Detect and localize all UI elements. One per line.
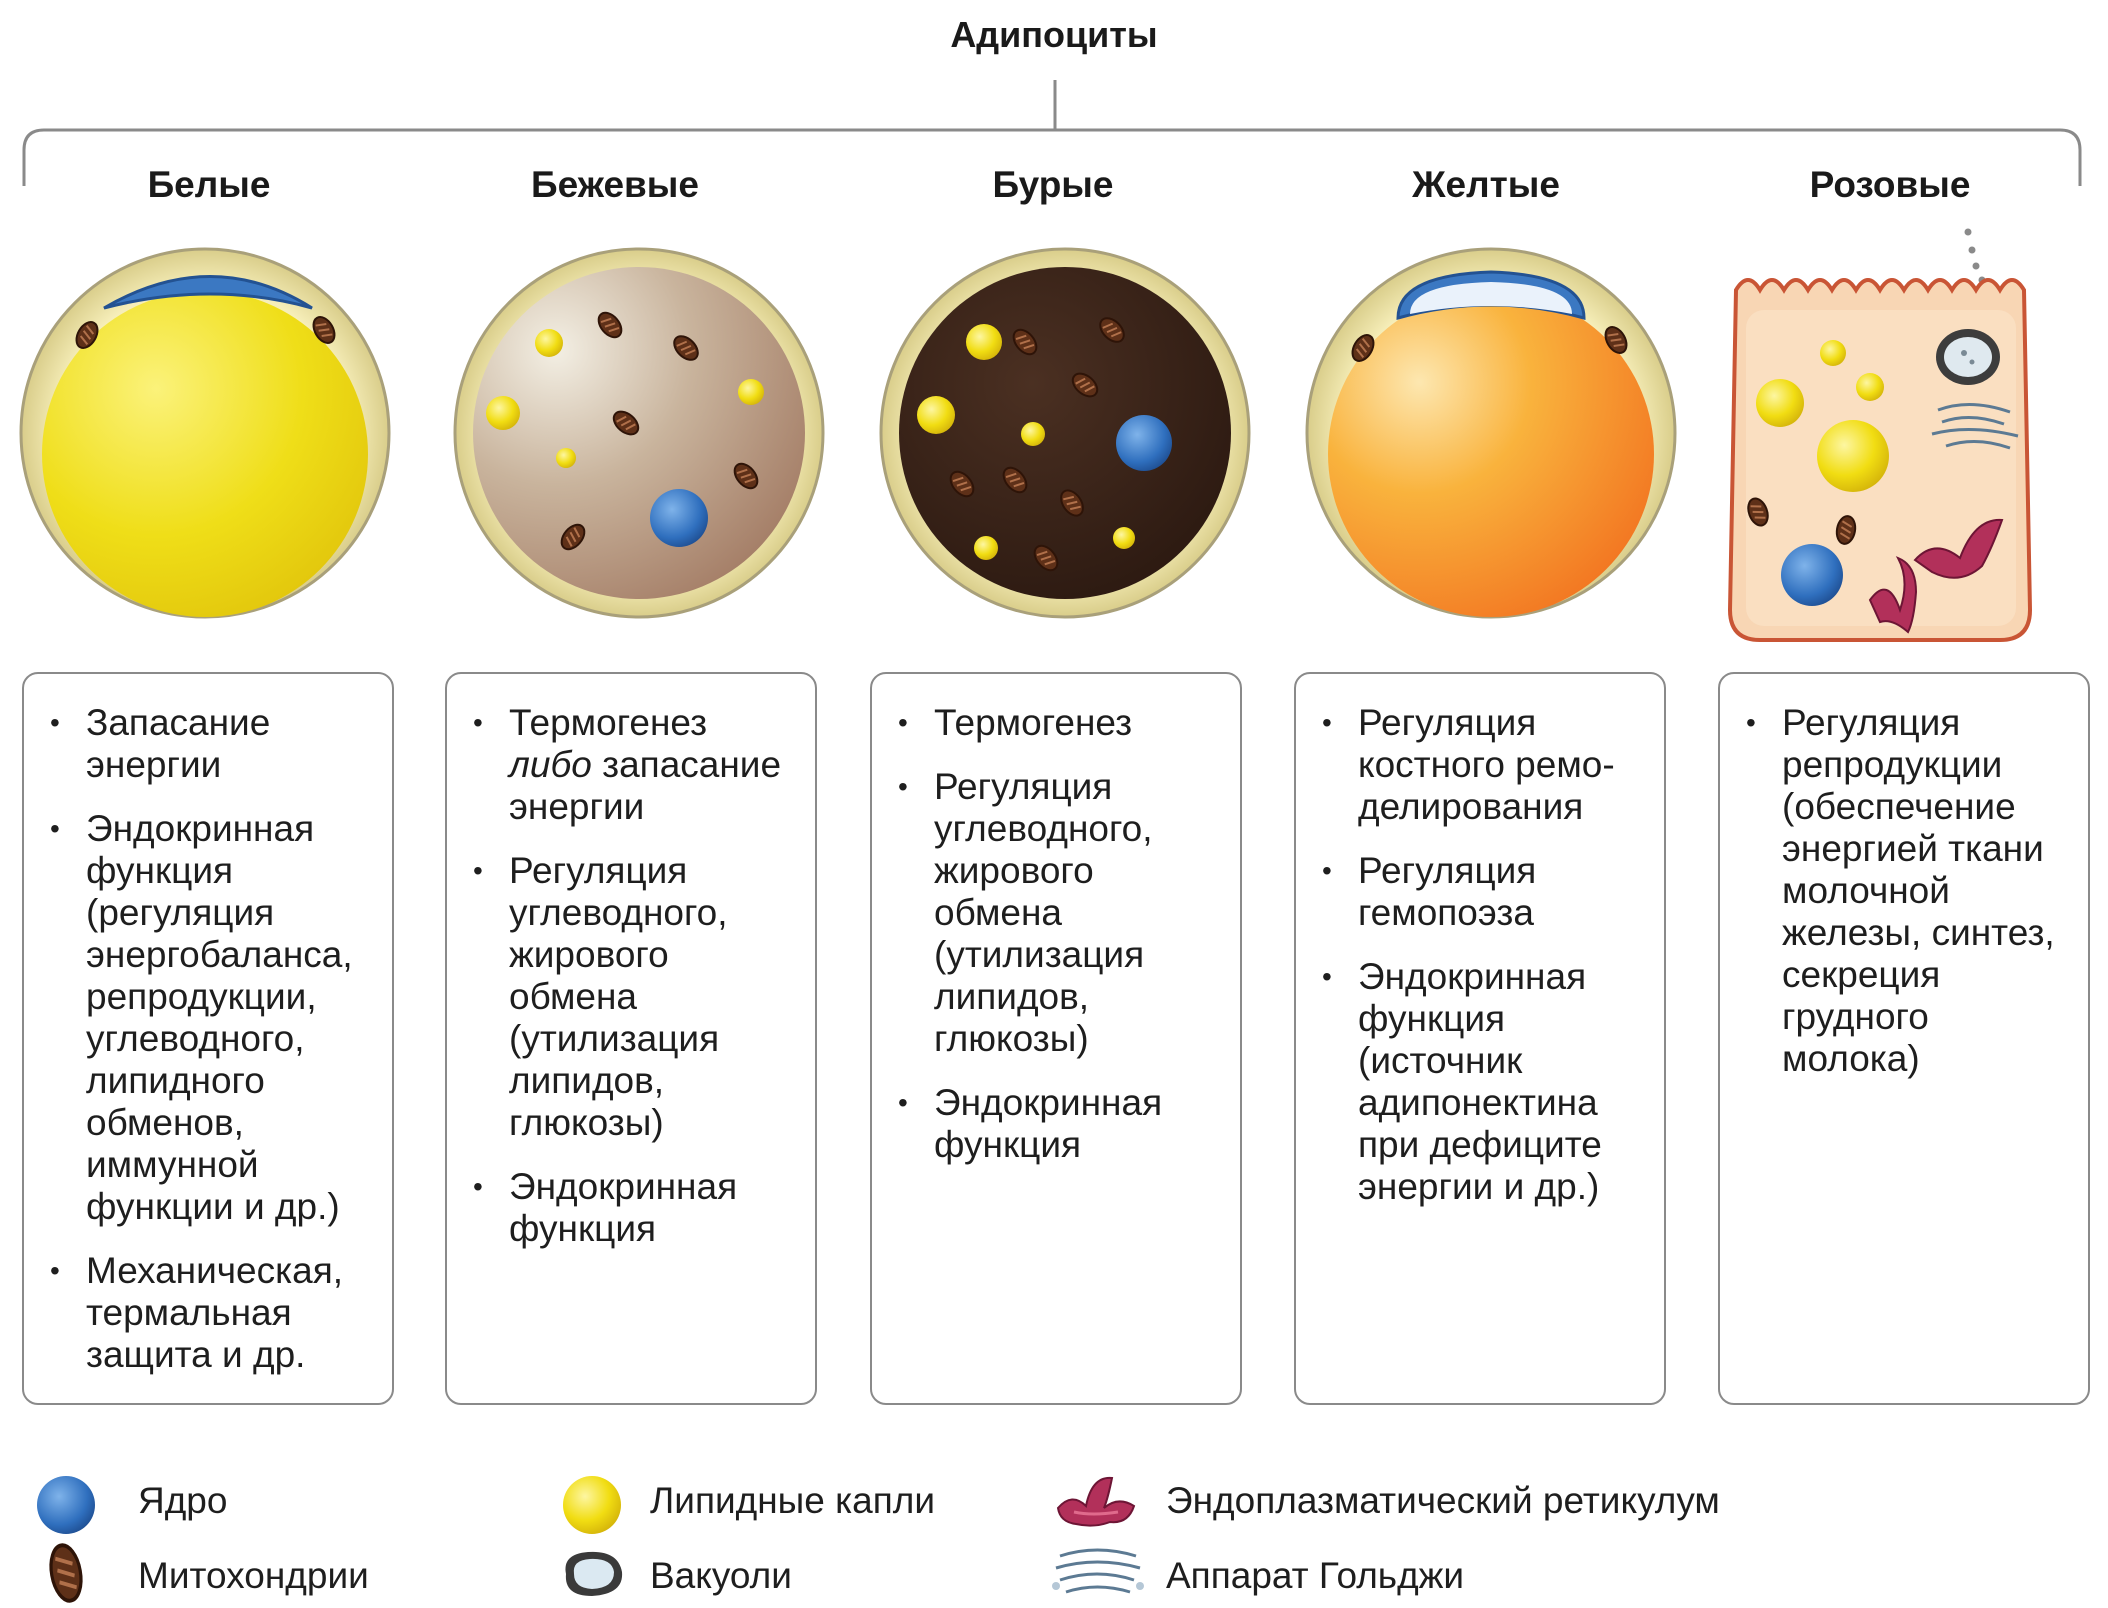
column-heading-yellow: Желтые [1412,164,1560,205]
yellow-adipocyte-illustration [1305,247,1677,619]
legend-label-golgi: Аппарат Гольджи [1166,1555,1465,1596]
mitochondria-icon [46,1542,86,1604]
column-heading-beige: Бежевые [531,164,699,205]
function-item: Регуляция углеводного, жирового обмена (… [892,766,1220,1060]
function-item: Регуляция углеводного, жирового обмена (… [467,850,795,1144]
beige-adipocyte-functions: Термогенез либо запасание энергии Регуля… [445,672,817,1405]
function-item: Регуляция костного ремо- делирования [1316,702,1644,828]
brown-adipocyte-functions: Термогенез Регуляция углеводного, жирово… [870,672,1242,1405]
white-adipocyte-functions: Запасание энергии Эндокринная функция (р… [22,672,394,1405]
column-heading-white: Белые [147,164,271,205]
vacuole-icon [565,1551,623,1596]
function-item: Регуляция гемопоэза [1316,850,1644,934]
function-text: Термогенез [509,702,708,743]
function-item: Механическая, термальная защита и др. [44,1250,372,1376]
hierarchy-connector [22,80,2082,186]
function-item: Эндокринная функция (источник адипонекти… [1316,956,1644,1208]
column-heading-pink: Розовые [1809,164,1971,205]
legend-label-lipid-droplets: Липидные капли [650,1480,935,1521]
column-heading-brown: Бурые [992,164,1114,205]
white-adipocyte-illustration [19,247,391,619]
function-item: Эндокринная функция [467,1166,795,1250]
beige-adipocyte-illustration [453,247,825,619]
function-text-italic: либо [509,744,592,785]
legend-label-nucleus: Ядро [138,1480,228,1521]
diagram-title: Адипоциты [950,14,1158,55]
golgi-apparatus-icon [1052,1548,1144,1594]
nucleus-icon [37,1476,95,1534]
legend-label-mitochondria: Митохондрии [138,1555,369,1596]
function-item: Запасание энергии [44,702,372,786]
lipid-droplet-icon [563,1476,621,1534]
legend-label-vacuoles: Вакуоли [650,1555,792,1596]
function-item: Термогенез [892,702,1220,744]
endoplasmic-reticulum-icon [1056,1476,1136,1527]
pink-adipocyte-illustration [1727,228,2033,642]
function-item: Эндокринная функция [892,1082,1220,1166]
function-item: Эндокринная функция (регуляция энергобал… [44,808,372,1228]
yellow-adipocyte-functions: Регуляция костного ремо- делирования Рег… [1294,672,1666,1405]
pink-adipocyte-functions: Регуляция репродукции (обеспечение энерг… [1718,672,2090,1405]
brown-adipocyte-illustration [879,247,1251,619]
function-item: Термогенез либо запасание энергии [467,702,795,828]
legend-label-er: Эндоплазматический ретикулум [1166,1480,1720,1521]
function-text: запасание энергии [509,744,782,827]
function-item: Регуляция репродукции (обеспечение энерг… [1740,702,2068,1080]
